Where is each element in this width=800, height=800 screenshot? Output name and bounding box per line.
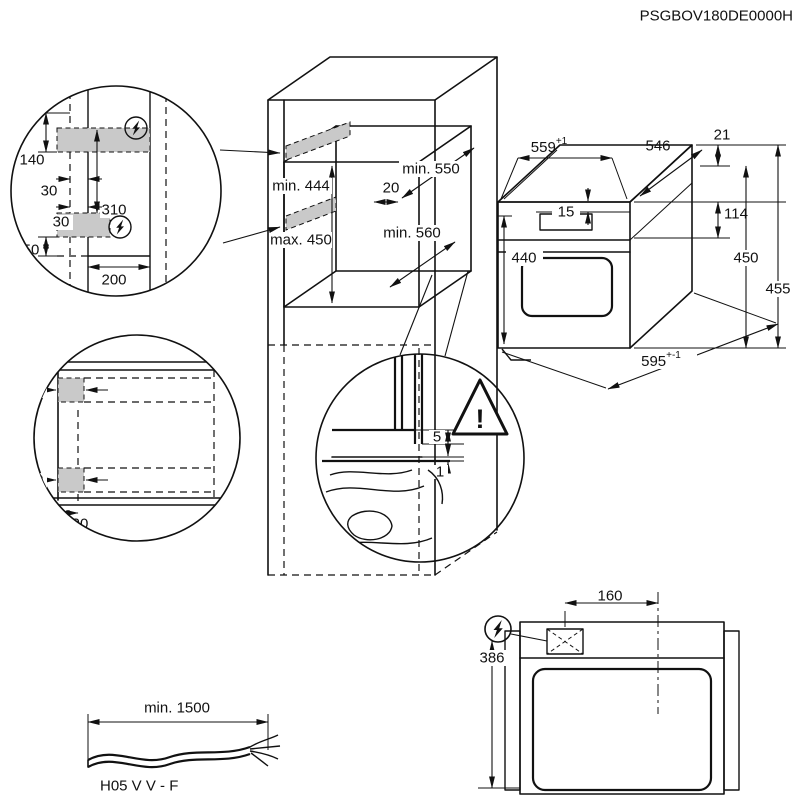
warning-triangle-icon: ! [451,378,509,436]
cabinet-isometric: min. 550 20 min. 444 max. 450 min. 560 [219,56,498,576]
dim-1-label: 1 [436,464,444,481]
lightning-bolt-icon [484,615,512,643]
dim-595-label: 595+-1 [641,350,681,370]
dim-30-top-label: 30 [41,183,58,200]
niche-height-max-label: max. 450 [270,232,332,249]
warning-exclamation: ! [476,404,485,434]
mounting-rail-lower [285,196,337,231]
dim-440-label: 440 [511,250,536,267]
dim-21-label: 21 [714,127,731,144]
power-cable: min. 1500 H05 V V - F [87,700,281,795]
mounting-rail-upper [285,121,351,161]
door-window [520,256,614,318]
dim-140-label: 140 [19,152,44,169]
rear-gap-detail-circle: 5 1 ! [315,353,525,563]
dim-386-label: 386 [479,650,504,667]
niche-clearance-label: 20 [383,180,400,197]
niche-height-min-label: min. 444 [272,178,330,195]
oven-isometric: 559+1 546 21 114 450 455 440 15 [497,127,794,390]
dim-200-label: 200 [101,272,126,289]
cable-type-label: H05 V V - F [100,778,178,795]
dim-450-label: 450 [733,250,758,267]
rail-cross-section-bottom [57,467,85,493]
top-view: 160 386 [475,588,740,795]
rail-section-upper [56,127,151,153]
dim-5-label: 5 [433,429,441,446]
oven-top-outline [531,667,713,792]
rail-cross-section-top [57,377,85,403]
lightning-bolt-icon [108,215,132,239]
dim-160-label: 160 [597,588,622,605]
cable-wire-ends [249,734,281,767]
bracket-detail-circle: 140 30 310 30 50 200 [10,85,222,297]
lightning-bolt-icon [124,116,148,140]
cable-length-label: min. 1500 [144,700,210,717]
dim-30-bottom-label: 30 [53,214,70,231]
dim-114-label: 114 [724,206,748,223]
dim-310-label: 310 [101,202,126,219]
dim-546-label: 546 [645,138,670,155]
document-code: PSGBOV180DE0000H [640,8,793,25]
terminal-box [546,628,584,655]
dim-15-label: 15 [558,204,575,221]
niche-depth-label: min. 550 [402,161,460,178]
dim-559-label: 559+1 [531,136,568,156]
dim-455-label: 455 [765,281,790,298]
niche-width-label: min. 560 [383,225,441,242]
